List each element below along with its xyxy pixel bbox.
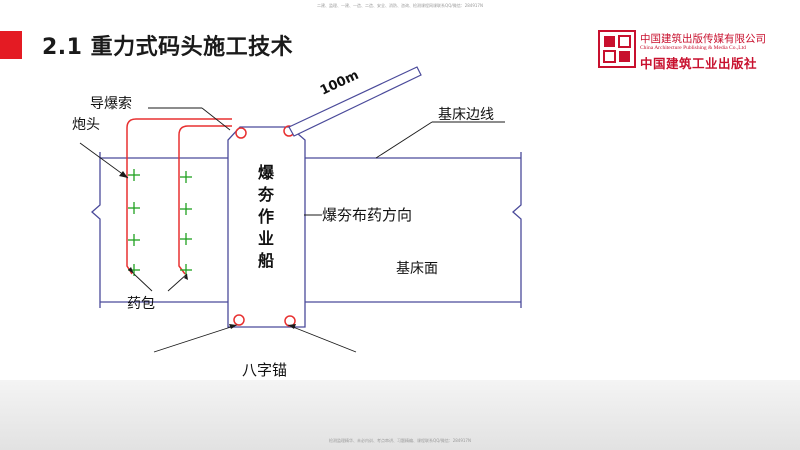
title-accent-bar [0,31,22,59]
label-charge-direction: 爆夯布药方向 [322,206,413,224]
boat-label-char: 业 [257,229,274,248]
label-detonating-cord: 导爆索 [90,96,132,112]
label-charge-pack: 药包 [127,296,155,312]
boat-label-char: 作 [257,207,274,226]
leader-arrowheads [119,171,296,329]
boat-label-char: 船 [257,251,274,270]
cable-arm [288,66,422,137]
watermark-bottom: 检测监理精华、未必内训、考点串讲、习题精编、课程联系QQ/微信：284917N [329,438,471,443]
publisher-calligraphy: 中国建筑工业出版社 [640,56,758,71]
publisher-name-cn: 中国建筑出版传媒有限公司 [640,33,766,45]
publisher-name-en: China Architecture Publishing & Media Co… [640,45,746,51]
charge-packs [128,169,192,276]
detonating-cord [126,118,232,275]
break-symbol-left [91,152,101,308]
label-bed-edge: 基床边线 [438,107,494,123]
label-anchor: 八字锚 [242,361,288,379]
watermark-top: 二建、监理、一建、一造、二造、安全、消防、咨询、检测课程网课联系QQ/微信：28… [317,3,483,8]
page-title: 2.1 重力式码头施工技术 [42,35,294,60]
boat-label-char: 夯 [257,185,274,204]
label-bed-surface: 基床面 [396,261,438,277]
boat-label-char: 爆 [257,163,274,182]
boat-label: 爆 夯 作 业 船 [256,162,276,272]
label-detonator: 炮头 [72,117,100,133]
publisher-logo: 中国建筑出版传媒有限公司 China Architecture Publishi… [598,30,798,71]
leader-lines [79,107,505,353]
break-symbol-right [512,152,522,308]
floor-background [0,380,800,450]
publisher-logo-icon [598,30,636,68]
